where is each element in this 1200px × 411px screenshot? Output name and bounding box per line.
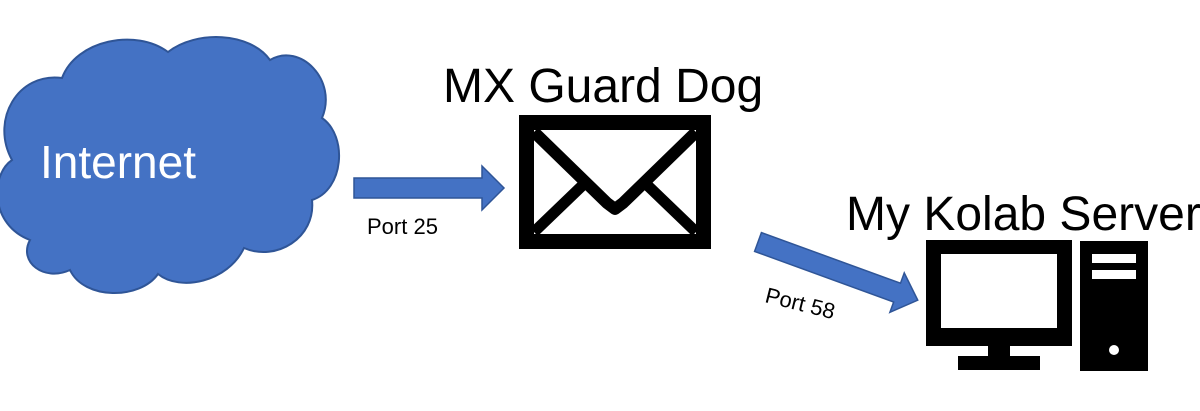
arrow-right-icon: [353, 164, 506, 212]
envelope-icon: [519, 115, 711, 249]
kolab-server-node: My Kolab Server: [846, 188, 1200, 371]
port-25-label: Port 25: [367, 214, 438, 239]
port-58-label: Port 58: [763, 283, 838, 324]
cloud-icon: [0, 36, 341, 294]
internet-label: Internet: [40, 136, 196, 188]
mx-guard-dog-node: MX Guard Dog: [443, 60, 763, 249]
mx-guard-dog-label: MX Guard Dog: [443, 60, 763, 113]
kolab-server-label: My Kolab Server: [846, 188, 1200, 241]
arrow-diagonal-icon: [753, 231, 919, 314]
arrow-internet-to-mx: Port 25: [353, 164, 506, 239]
desktop-computer-icon: [926, 240, 1148, 371]
internet-node: Internet: [0, 36, 341, 294]
